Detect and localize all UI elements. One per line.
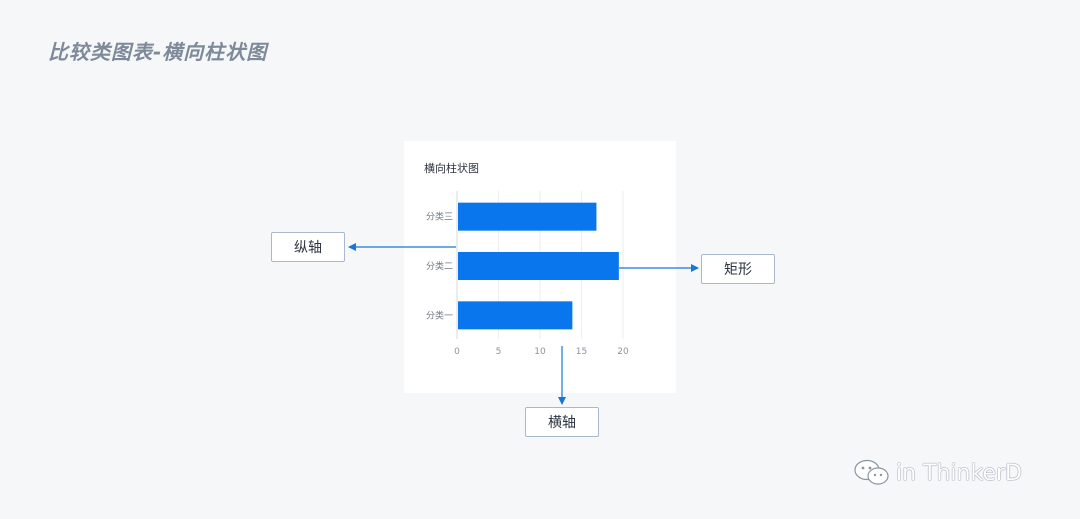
wechat-icon [854, 459, 889, 485]
watermark-text: in ThinkerD [896, 460, 1022, 486]
bar [458, 202, 597, 231]
chart-title: 横向柱状图 [424, 162, 479, 175]
x-tick-label: 20 [617, 347, 629, 357]
y-tick-label: 分类二 [426, 260, 453, 272]
y-axis-callout: 纵轴 [271, 232, 345, 262]
page-title: 比较类图表-横向柱状图 [48, 40, 268, 64]
y-tick-label: 分类三 [426, 211, 453, 223]
rect-callout: 矩形 [701, 254, 775, 284]
chart-card: 横向柱状图 0 5 10 15 20 分类三分类二分类一 [404, 141, 676, 393]
bar [458, 252, 619, 280]
x-tick-label: 5 [496, 347, 502, 357]
bar [458, 301, 573, 330]
x-tick-label: 15 [576, 347, 587, 357]
y-tick-label: 分类一 [426, 309, 453, 321]
x-tick-label: 10 [534, 347, 546, 357]
x-tick-label: 0 [454, 347, 460, 357]
watermark: in ThinkerD [852, 458, 1022, 488]
x-axis-callout: 横轴 [525, 407, 599, 437]
